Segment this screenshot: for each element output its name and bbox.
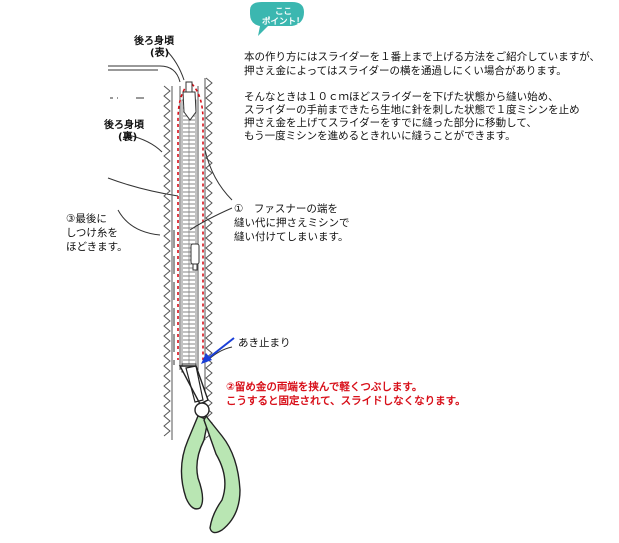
step1-line1: ① ファスナーの端を	[234, 203, 338, 215]
note-para2-line1: そんなときは１０ｃｍほどスライダーを下げた状態から縫い始め、	[244, 91, 559, 103]
note-para1-line2: 押さえ金によってはスライダーの横を通過しにくい場合があります。	[244, 65, 567, 77]
red-stitching	[177, 83, 204, 360]
note-para2-line2: スライダーの手前まできたら生地に針を刺した状態で１度ミシンを止め	[244, 104, 580, 116]
right-fabric	[197, 77, 213, 440]
step3-line2: しつけ糸を	[66, 227, 118, 239]
pliers-icon	[178, 365, 241, 534]
zipper-slider	[182, 81, 197, 121]
back-back-sub: (裏)	[118, 132, 138, 143]
fabric-edges	[107, 49, 185, 236]
left-fabric	[163, 85, 181, 440]
note-para2-line3: 押さえ金を上げてスライダーをすでに縫った部分に移動して、	[244, 117, 537, 129]
back-front-label: 後ろ身頃	[134, 36, 174, 47]
back-back-label: 後ろ身頃	[104, 120, 144, 131]
bubble-line-2: ポイント！	[262, 16, 305, 27]
back-front-sub: (表)	[150, 48, 170, 59]
note-para2-line4: もう一度ミシンを進めるときれいに縫うことができます。	[244, 130, 516, 142]
akidomari-label: あき止まり	[238, 337, 291, 349]
point-bubble: ここ ポイント！	[250, 2, 305, 36]
step3-line3: ほどきます。	[66, 241, 128, 253]
zipper-tape	[181, 99, 197, 369]
arrow-icon	[201, 337, 235, 364]
step2-line2: こうすると固定されて、スライドしなくなります。	[226, 395, 466, 407]
step1-line2: 縫い代に押さえミシンで	[234, 217, 350, 229]
note-para1-line1: 本の作り方にはスライダーを１番上まで上げる方法をご紹介していますが、	[244, 51, 601, 63]
bubble-line-1: ここ	[275, 7, 292, 17]
step1-line3: 縫い付けてしまいます。	[234, 231, 349, 243]
step3-line1: ③最後に	[66, 213, 107, 225]
zipper-pull-tab	[190, 243, 200, 271]
step1-leaders	[189, 149, 233, 231]
step2-line1: ②留め金の両端を挟んで軽くつぶします。	[226, 381, 423, 393]
